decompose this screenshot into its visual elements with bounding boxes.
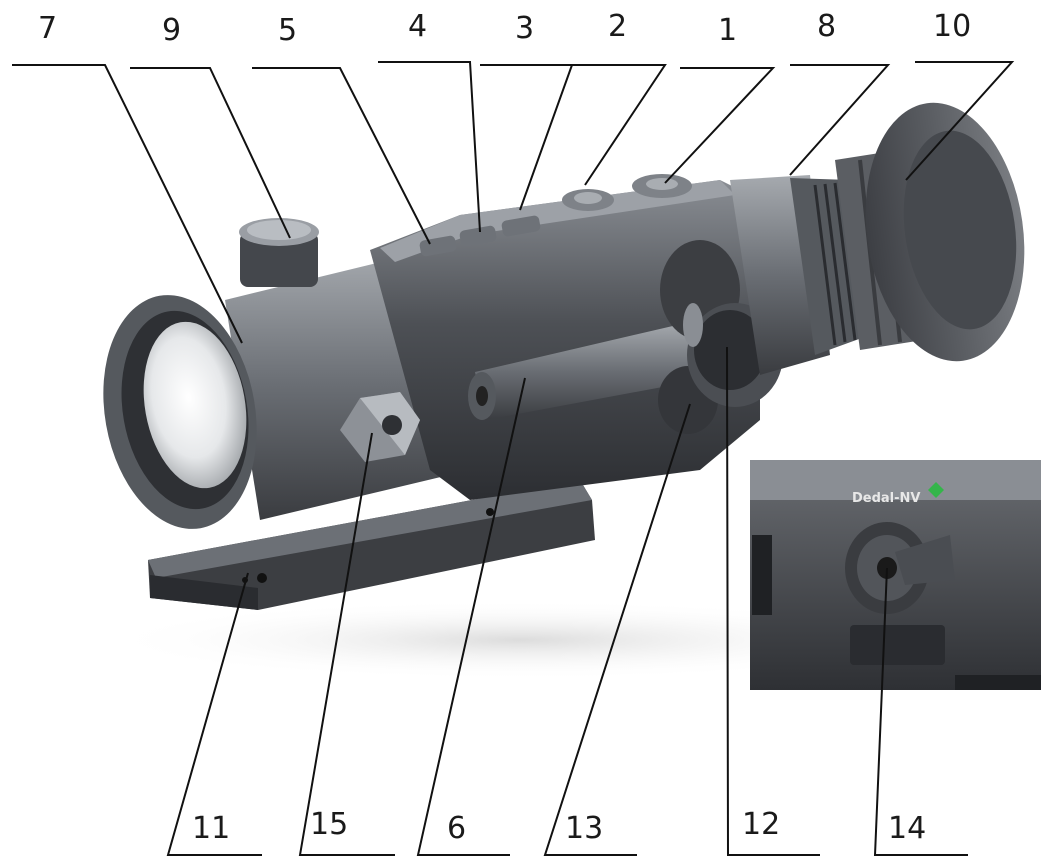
callout-15: 15 [310, 807, 348, 842]
callout-13: 13 [565, 811, 603, 846]
callout-7: 7 [38, 11, 57, 46]
callout-12: 12 [742, 807, 780, 842]
logo-diamond-icon [928, 482, 944, 498]
eyepiece [730, 102, 1025, 375]
callout-9: 9 [162, 13, 181, 48]
mounting-rail [148, 480, 595, 610]
callout-5: 5 [278, 13, 297, 48]
focus-knob [239, 218, 319, 287]
callout-1: 1 [718, 13, 737, 48]
callout-10: 10 [933, 9, 971, 44]
floor-shadow [100, 600, 940, 680]
leader-lines [12, 61, 1015, 856]
button-4 [459, 225, 497, 247]
callout-numbers: 7 9 5 4 3 2 1 8 10 11 15 6 13 12 14 [38, 9, 971, 846]
hex-mount-knob [340, 392, 420, 462]
callout-2: 2 [608, 9, 627, 44]
button-3 [501, 215, 541, 237]
inset-logo: Dedal-NV [852, 491, 920, 506]
callout-4: 4 [408, 9, 427, 44]
objective-tube [103, 250, 470, 529]
main-housing [370, 174, 760, 500]
callout-8: 8 [817, 9, 836, 44]
callout-3: 3 [515, 11, 534, 46]
inset-detail: Dedal-NV [750, 460, 1041, 690]
callout-6: 6 [447, 811, 466, 846]
callout-11: 11 [192, 811, 230, 846]
callout-14: 14 [888, 811, 926, 846]
side-cylinder [468, 322, 700, 420]
